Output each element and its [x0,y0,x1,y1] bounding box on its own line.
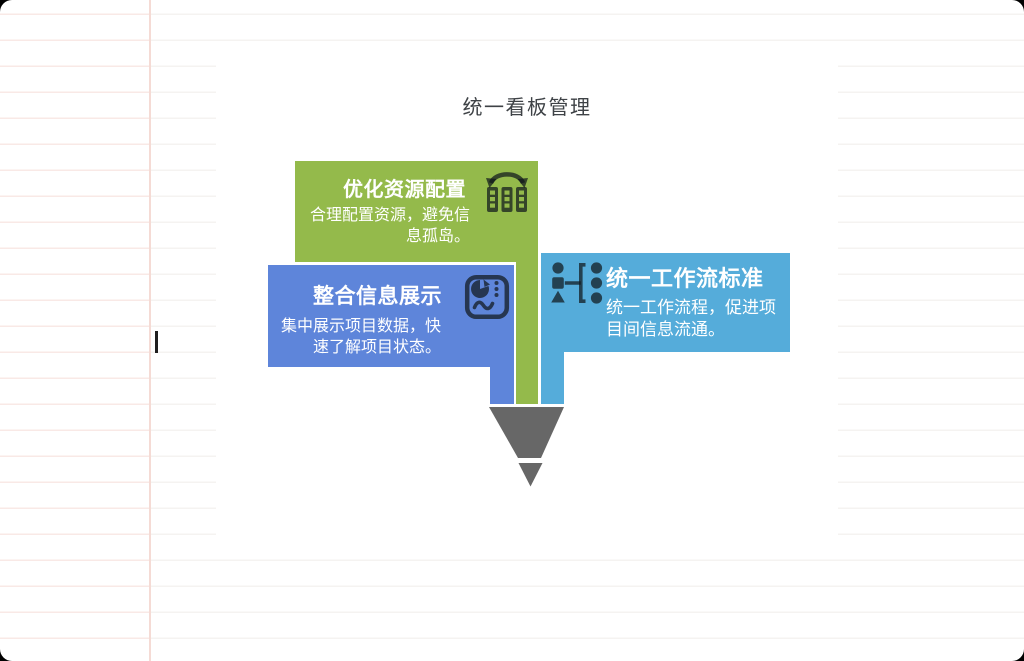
optimize-stem [516,260,538,404]
card-title: 优化资源配置 [343,179,466,201]
workflow-stem [541,350,564,404]
buildings-swap-icon [484,166,530,217]
ruled-lines-left [0,0,150,661]
card-body: 集中展示项目数据，快 速了解项目状态。 [281,316,441,358]
card-optimize-resources[interactable]: 优化资源配置 合理配置资源，避免信 息孤岛。 [295,161,538,262]
card-title: 统一工作流标准 [606,266,764,291]
body-line: 合理配置资源，避免信 [309,207,470,224]
card-title: 整合信息展示 [313,285,442,308]
dashboard-icon [464,274,510,325]
page-title: 统一看板管理 [462,97,592,119]
red-margin-line [149,0,151,661]
card-workflow-standard[interactable]: 统一工作流标准 统一工作流程，促进项 目间信息流通。 [541,253,790,352]
text-cursor[interactable] [155,331,158,353]
body-line: 目间信息流通。 [606,320,725,339]
body-line: 集中展示项目数据，快 [280,318,441,335]
body-line: 速了解项目状态。 [312,339,441,356]
body-line: 统一工作流程，促进项 [606,298,776,317]
card-body: 合理配置资源，避免信 息孤岛。 [310,205,470,247]
card-body: 统一工作流程，促进项 目间信息流通。 [606,297,776,341]
workflow-icon [550,261,606,310]
body-line: 息孤岛。 [405,228,470,245]
card-integrate-display[interactable]: 整合信息展示 集中展示项目数据，快 速了解项目状态。 [268,265,514,367]
integrate-stem [490,366,514,404]
pencil-tip [485,404,569,495]
